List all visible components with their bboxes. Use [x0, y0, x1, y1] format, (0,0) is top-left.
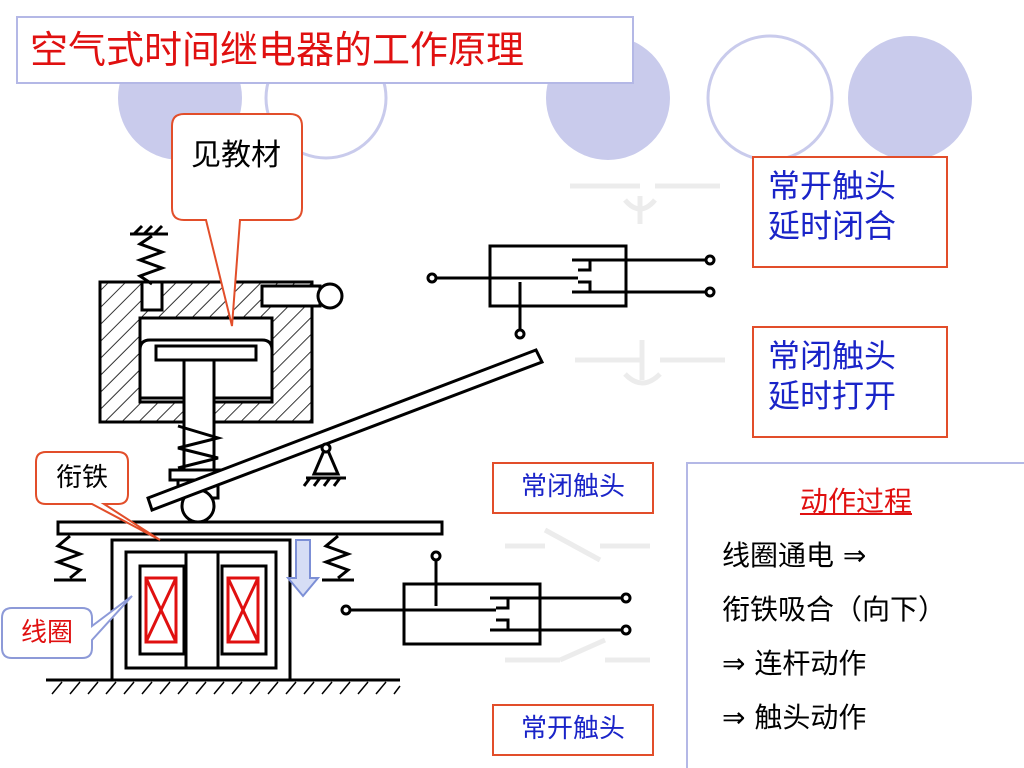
no-delay-close-label: 常开触头 延时闭合 [752, 156, 948, 268]
lever [146, 348, 545, 512]
spring-icon [177, 424, 224, 470]
textbook-callout-bubble [171, 113, 303, 327]
armature-plate [56, 520, 444, 536]
ground-hatch [51, 681, 401, 695]
process-step-4: ⇒ 触头动作 [722, 701, 867, 734]
coil-callout-bubble [1, 595, 133, 659]
process-step-2: 衔铁吸合（向下） [722, 593, 947, 626]
process-panel: 动作过程 线圈通电 ⇒ 衔铁吸合（向下） ⇒ 连杆动作 ⇒ 触头动作 [686, 462, 1024, 768]
delayed-contact-block [426, 244, 716, 340]
armature-callout-label: 衔铁 [55, 463, 108, 493]
nc-delay-open-label: 常闭触头 延时打开 [752, 326, 948, 438]
page-title: 空气式时间继电器的工作原理 [16, 16, 634, 84]
instant-contact-block [340, 550, 632, 646]
textbook-callout-label: 见教材 [191, 138, 281, 173]
faint-contact-symbols [505, 183, 725, 663]
armature-callout-bubble [35, 451, 161, 541]
spring-icon [130, 224, 168, 286]
spring-icon [53, 534, 354, 582]
nc-delay-open-line-1: 常闭触头 [768, 337, 897, 375]
nc-delay-open-line-2: 延时打开 [768, 377, 897, 415]
process-step-1: 线圈通电 ⇒ [722, 539, 867, 572]
no-delay-close-line-1: 常开触头 [768, 167, 897, 205]
no-delay-close-line-2: 延时闭合 [768, 207, 897, 245]
iron-core [110, 538, 292, 682]
no-instant-label: 常开触头 [492, 704, 654, 756]
process-step-3: ⇒ 连杆动作 [722, 647, 867, 680]
nc-instant-label: 常闭触头 [492, 462, 654, 514]
process-title: 动作过程 [799, 485, 912, 518]
coil-cross-icon [144, 576, 260, 644]
down-arrow-icon [285, 539, 321, 598]
pivot-triangle-icon [302, 442, 346, 487]
coil-callout-label: 线圈 [20, 618, 73, 648]
